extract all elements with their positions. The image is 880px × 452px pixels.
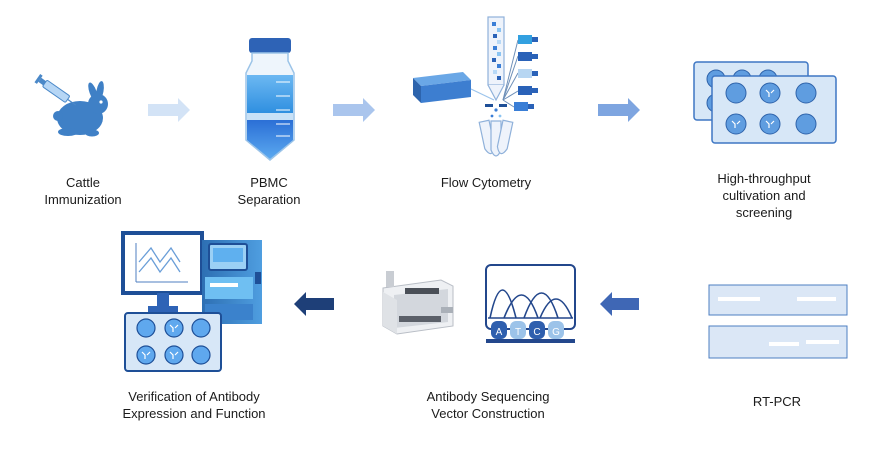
syringe-icon — [34, 74, 77, 106]
well-plate-front-icon — [711, 75, 837, 144]
base-g-label: G — [552, 327, 560, 338]
step-label-flow-cytometry: Flow Cytometry — [440, 175, 532, 190]
verification-well-plate-icon — [124, 312, 222, 372]
step-label-screening: High-throughput cultivation and screenin… — [717, 171, 811, 220]
sequencer-icon — [382, 271, 454, 335]
centrifuge-tube-icon — [245, 38, 295, 161]
arrow-3 — [598, 98, 640, 122]
rabbit-icon — [53, 81, 108, 137]
step-label-sequencing: Antibody Sequencing Vector Construction — [426, 389, 550, 421]
sequence-bases: A T C G — [491, 321, 564, 339]
step-label-immunization: Cattle Immunization — [44, 175, 122, 207]
flow-cytometer-icon — [413, 16, 538, 157]
step-label-rtpcr: RT-PCR — [752, 394, 802, 409]
base-c-label: C — [533, 327, 540, 338]
gel-electrophoresis-icon — [708, 284, 848, 359]
base-t-label: T — [515, 327, 521, 338]
arrow-4 — [600, 292, 639, 316]
computer-monitor-icon — [121, 231, 204, 312]
step-label-pbmc: PBMC Separation — [237, 175, 301, 207]
step-label-verification: Verification of Antibody Expression and … — [122, 389, 266, 421]
arrow-1 — [148, 98, 190, 122]
arrow-5 — [294, 292, 334, 316]
chromatogram-icon: A T C G — [485, 264, 576, 343]
base-a-label: A — [496, 327, 503, 338]
arrow-2 — [333, 98, 375, 122]
plate-reader-icon — [202, 240, 262, 324]
